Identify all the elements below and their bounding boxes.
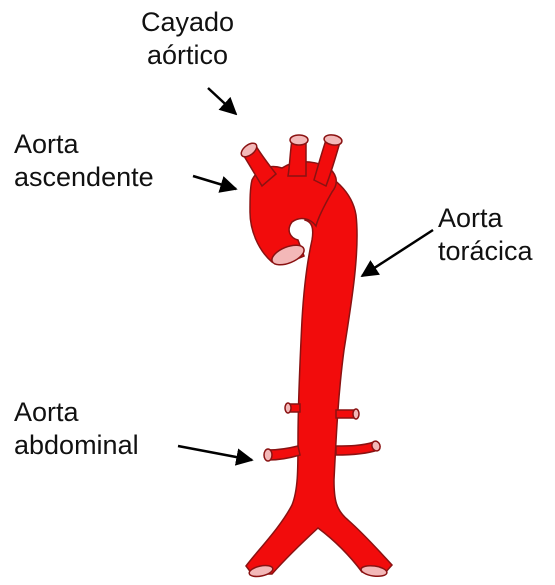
arrow-cayado xyxy=(208,88,236,114)
arrow-abdominal xyxy=(178,446,252,460)
arrow-ascendente xyxy=(193,176,236,189)
aorta-vessel xyxy=(239,134,392,579)
mesenteric-opening-right xyxy=(353,409,359,419)
label-aorta-ascendente: Aorta ascendente xyxy=(14,128,154,194)
label-aorta-abdominal: Aorta abdominal xyxy=(14,396,139,462)
renal-branch-left xyxy=(268,446,300,460)
label-ascendente-line1: Aorta xyxy=(14,128,154,161)
label-ascendente-line2: ascendente xyxy=(14,161,154,194)
celiac-opening-left xyxy=(285,403,291,413)
label-cayado-line2: aórtico xyxy=(130,39,245,72)
label-cayado-line1: Cayado xyxy=(130,6,245,39)
renal-opening-left xyxy=(264,449,272,461)
label-toracica-line2: torácica xyxy=(438,235,533,268)
label-toracica-line1: Aorta xyxy=(438,202,533,235)
label-cayado-aortico: Cayado aórtico xyxy=(130,6,245,72)
label-aorta-toracica: Aorta torácica xyxy=(438,202,533,268)
branch-opening-2 xyxy=(290,135,308,145)
label-abdominal-line2: abdominal xyxy=(14,429,139,462)
arrow-toracica xyxy=(362,230,433,276)
label-abdominal-line1: Aorta xyxy=(14,396,139,429)
